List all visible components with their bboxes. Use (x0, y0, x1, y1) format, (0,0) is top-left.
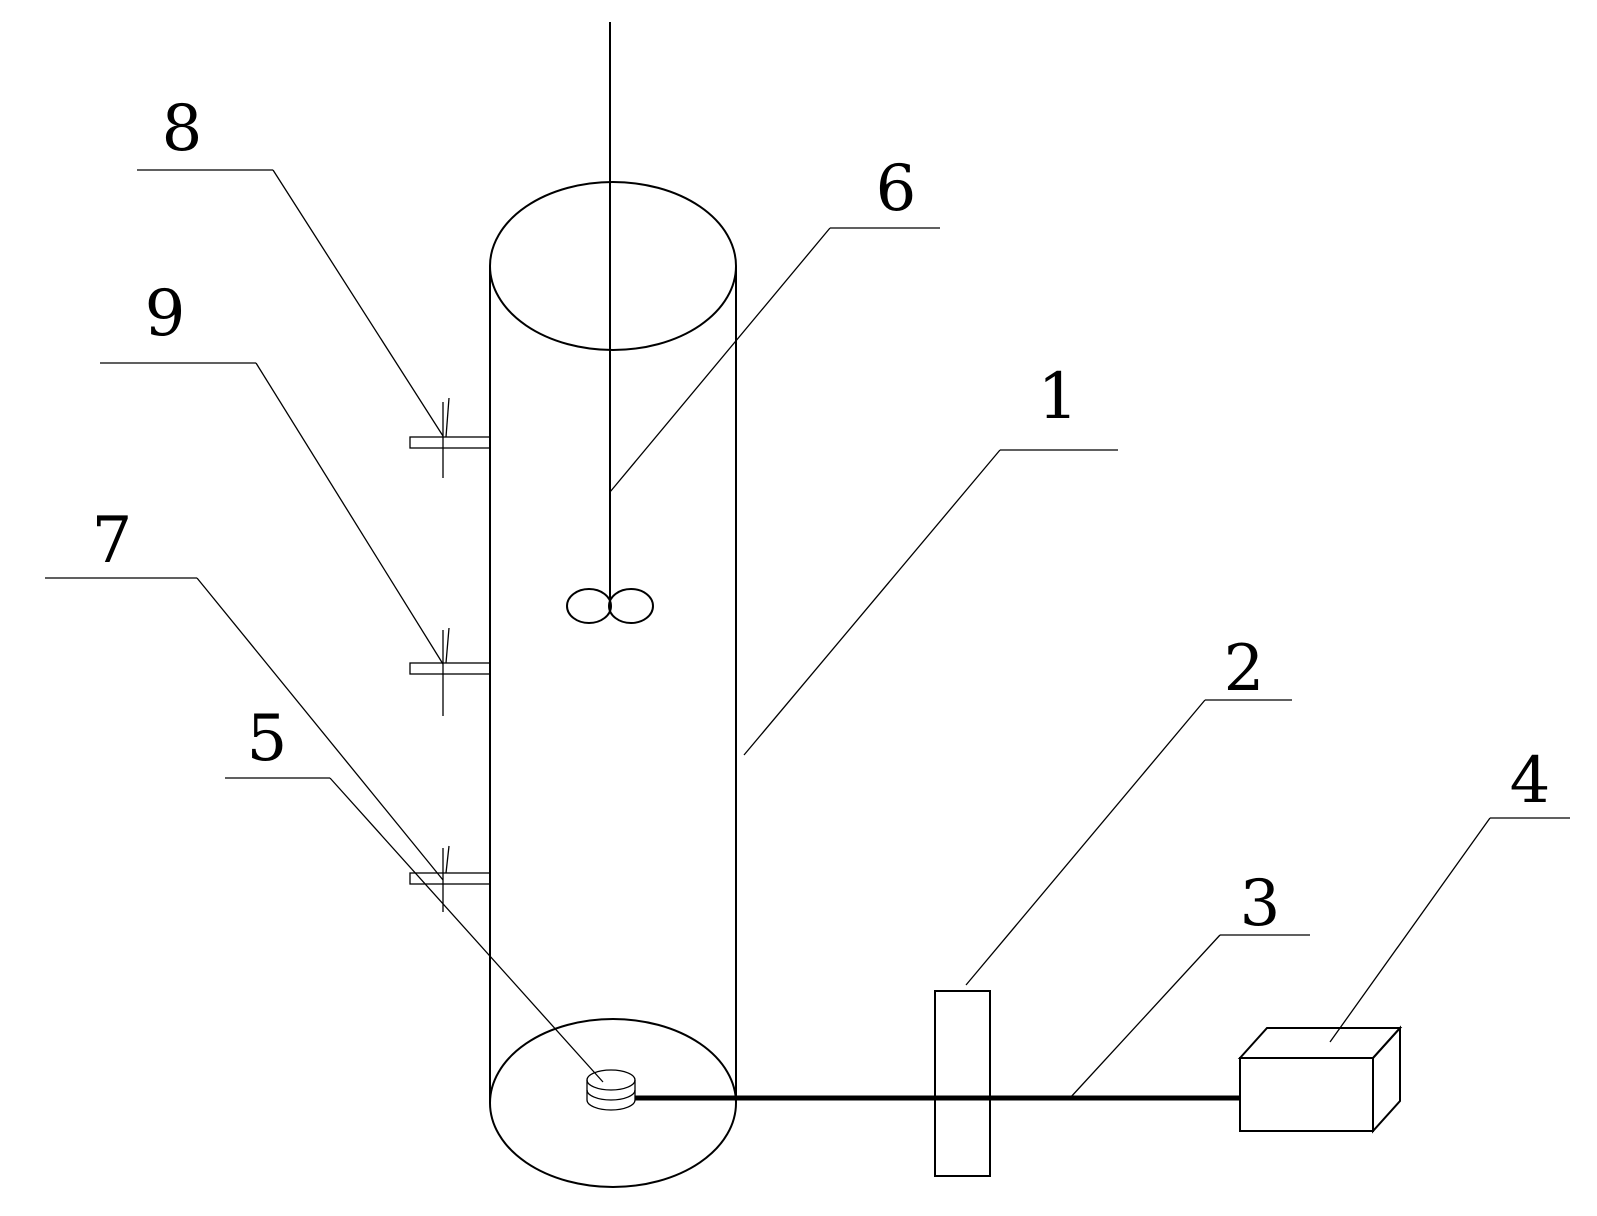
callout-leader-5 (329, 777, 604, 1083)
callout-leader-4 (1329, 817, 1491, 1043)
sampling-port-upper (409, 397, 491, 478)
callout-leader-8 (272, 169, 444, 437)
callout-number-5: 5 (247, 702, 288, 776)
callout-leader-2 (965, 699, 1206, 986)
callout-6: 6 (609, 152, 940, 493)
callout-leader-3 (1069, 934, 1221, 1099)
column-bottom-base (489, 1018, 737, 1188)
callout-3: 3 (1069, 867, 1310, 1099)
air-pump (1237, 1025, 1403, 1134)
callout-1: 1 (743, 360, 1118, 756)
callout-4: 4 (1329, 744, 1570, 1043)
callout-number-8: 8 (162, 92, 203, 166)
callout-2: 2 (965, 632, 1292, 986)
callout-leader-6 (609, 227, 831, 493)
column-vessel (489, 181, 737, 1188)
callout-number-7: 7 (92, 504, 133, 578)
callout-leader-1 (743, 449, 1001, 756)
callout-8: 8 (137, 92, 444, 437)
stirrer-blade-left (566, 588, 612, 624)
callout-number-1: 1 (1038, 360, 1079, 434)
callout-5: 5 (225, 702, 604, 1083)
sampling-port-lower (409, 845, 491, 912)
callout-leader-7 (196, 577, 444, 881)
callout-leader-9 (255, 362, 444, 665)
callout-7: 7 (45, 504, 444, 881)
callout-number-2: 2 (1224, 632, 1265, 706)
stirrer (566, 22, 654, 624)
flow-meter (934, 990, 991, 1177)
callout-labels: 1 2 3 4 5 6 7 8 9 (45, 92, 1570, 1099)
aeration-disc (586, 1069, 636, 1111)
callout-number-4: 4 (1510, 744, 1551, 818)
sampling-port-middle (409, 627, 491, 716)
callout-number-3: 3 (1240, 867, 1281, 941)
callout-number-6: 6 (876, 152, 917, 226)
column-top-rim (489, 181, 737, 351)
callout-9: 9 (100, 277, 444, 665)
stirrer-blade-right (608, 588, 654, 624)
callout-number-9: 9 (145, 277, 186, 351)
